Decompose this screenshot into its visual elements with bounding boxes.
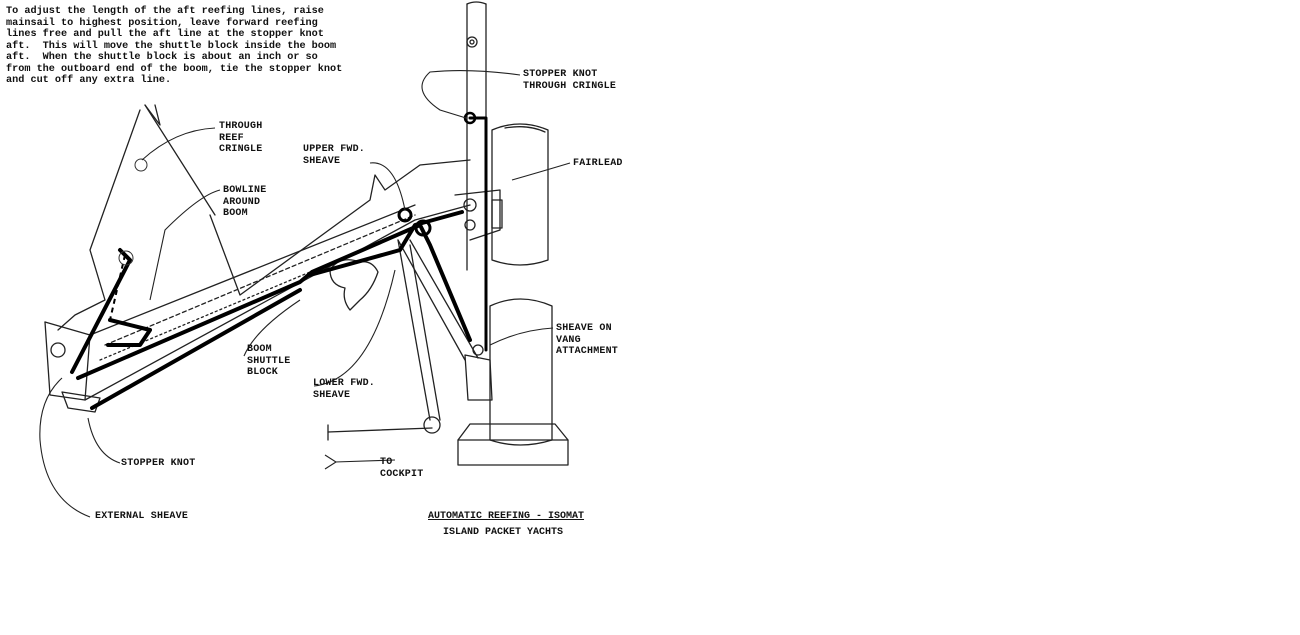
label-to-cockpit: TO COCKPIT [380,457,424,480]
label-through-reef-cringle: THROUGH REEF CRINGLE [219,121,263,155]
label-fairlead: FAIRLEAD [573,158,623,169]
instruction-line: and cut off any extra line. [6,75,172,86]
instruction-line: aft. When the shuttle block is about an … [6,52,318,63]
instruction-line: from the outboard end of the boom, tie t… [6,63,343,75]
diagram-subtitle: ISLAND PACKET YACHTS [443,527,564,538]
label-bowline-around-boom: BOWLINE AROUND BOOM [223,185,267,219]
diagram-title: AUTOMATIC REEFING - ISOMAT [428,511,585,522]
reef-cringle-line [109,254,126,321]
label-stopper-knot-through-cringle: STOPPER KNOT THROUGH CRINGLE [523,69,617,92]
label-boom-shuttle-block: BOOM SHUTTLE BLOCK [247,344,291,378]
instruction-line: aft. This will move the shuttle block in… [6,40,337,52]
reefing-lines [70,111,488,410]
mainsail [57,104,471,331]
label-stopper-knot: STOPPER KNOT [121,458,196,469]
label-lower-fwd-sheave: LOWER FWD. SHEAVE [313,378,376,401]
label-upper-fwd-sheave: UPPER FWD. SHEAVE [303,144,366,167]
mast-post-lower [457,298,569,466]
instruction-line: lines free and pull the aft line at the … [6,29,324,40]
label-external-sheave: EXTERNAL SHEAVE [95,511,189,522]
cringle-rings [118,158,148,266]
mast-post-upper [491,123,549,266]
vang [397,239,493,434]
instructions-text: To adjust the length of the aft reefing … [6,6,391,87]
label-sheave-on-vang-attachment: SHEAVE ON VANG ATTACHMENT [556,323,619,357]
gooseneck [454,189,503,241]
line-to-cockpit [327,424,433,441]
instruction-line: To adjust the length of the aft reefing … [6,6,324,17]
leader-lines [39,70,571,518]
instruction-line: mainsail to highest position, leave forw… [6,17,318,29]
